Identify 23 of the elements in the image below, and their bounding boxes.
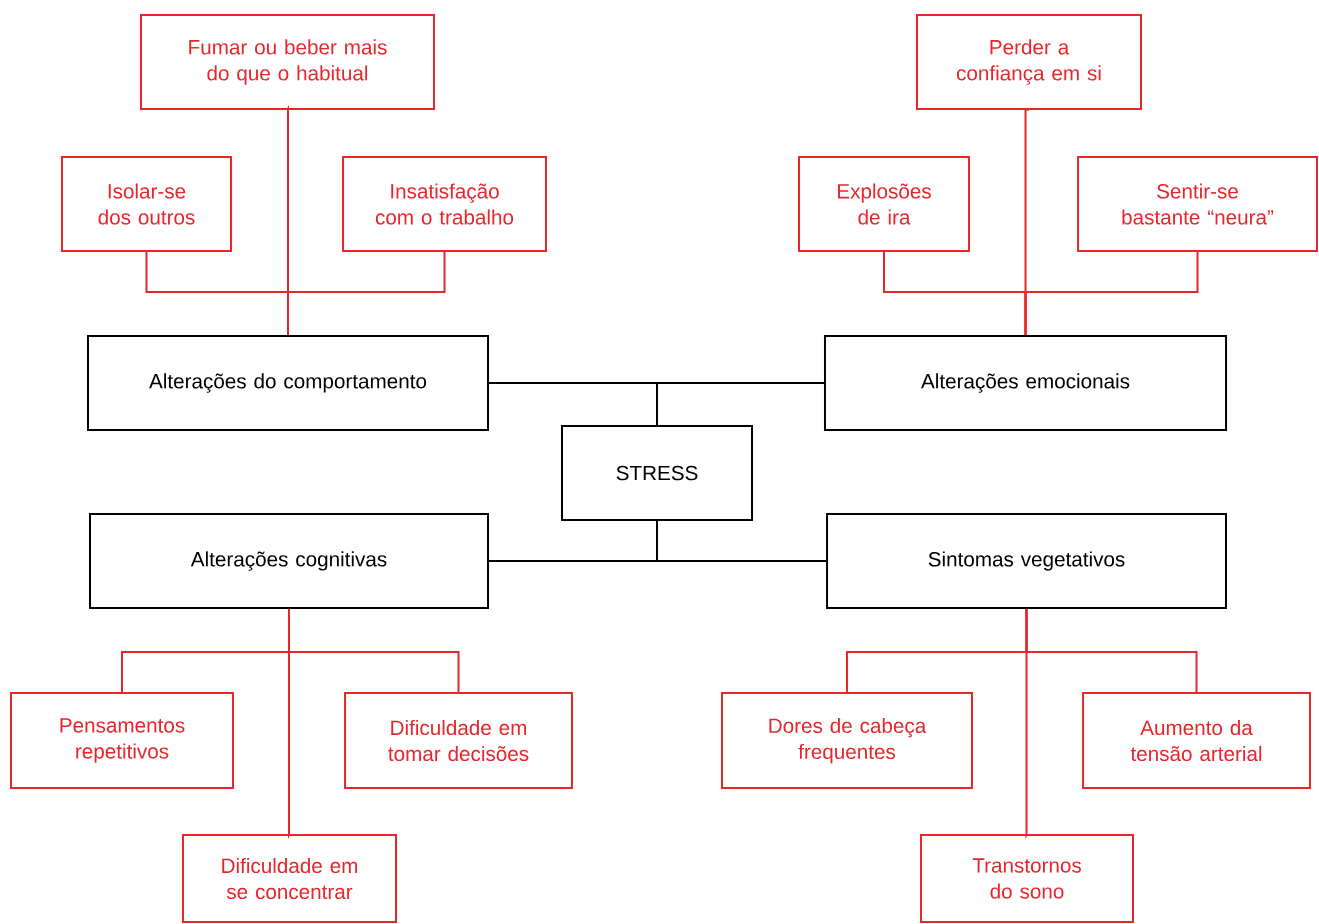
connector-line xyxy=(288,608,291,840)
symptom-box: Transtornos do sono xyxy=(920,834,1134,923)
symptom-box: Dificuldade em se concentrar xyxy=(181,834,398,923)
symptom-box: Fumar ou beber mais do que o habitual xyxy=(139,14,436,110)
symptom-box: Aumento da tensão arterial xyxy=(1082,692,1311,789)
category-box: Alterações cognitivas xyxy=(89,513,489,609)
symptom-box: Sentir-se bastante “neura” xyxy=(1077,156,1318,252)
symptom-box: Dores de cabeça frequentes xyxy=(721,692,973,789)
symptom-box: Isolar-se dos outros xyxy=(60,156,233,252)
category-box: Sintomas vegetativos xyxy=(826,513,1227,609)
connector-line xyxy=(656,520,828,562)
connector-line xyxy=(656,382,825,426)
symptom-box: Insatisfação com o trabalho xyxy=(342,156,547,252)
symptom-box: Explosões de ira xyxy=(798,156,970,252)
category-box: Alterações do comportamento xyxy=(87,335,489,431)
symptom-box: Dificuldade em tomar decisões xyxy=(344,692,573,789)
connector-line xyxy=(1025,608,1028,840)
symptom-box: Pensamentos repetitivos xyxy=(10,692,234,789)
connector-line xyxy=(287,251,446,336)
central-box: STRESS xyxy=(561,425,753,521)
symptom-box: Perder a confiança em si xyxy=(916,14,1142,110)
category-box: Alterações emocionais xyxy=(824,335,1228,431)
connector-line xyxy=(1024,251,1199,336)
